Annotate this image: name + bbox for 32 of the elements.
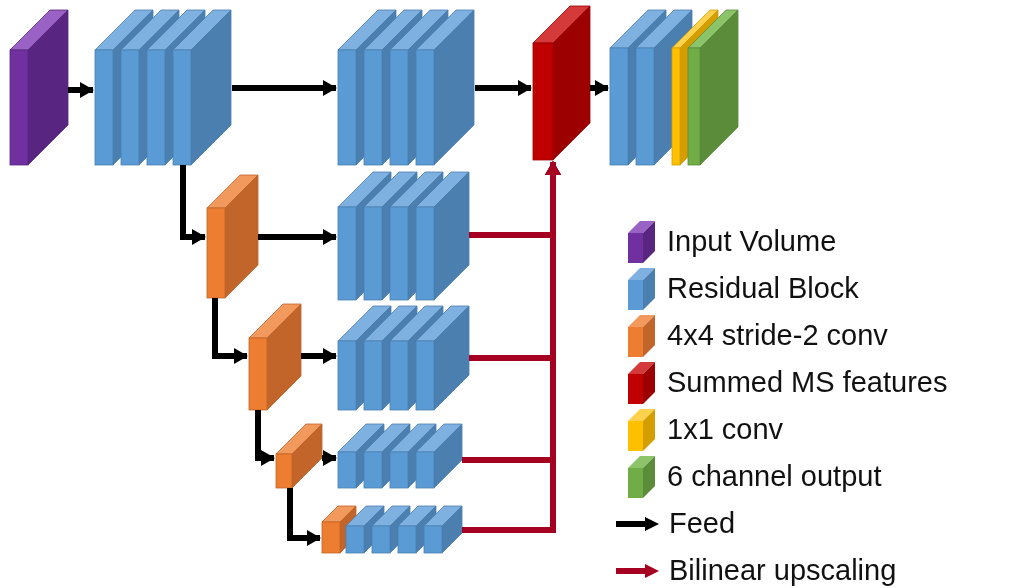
- layer-block-drawing: [249, 304, 301, 410]
- layer-block-drawing: [346, 506, 462, 553]
- arrow: [287, 488, 321, 546]
- legend-label: Residual Block: [667, 272, 859, 305]
- layer-block-drawing: [207, 175, 258, 298]
- legend-label: Bilinear upscaling: [669, 554, 897, 587]
- arrow: [322, 450, 337, 466]
- layer-block-drawing: [10, 10, 68, 165]
- arrow: [475, 80, 532, 96]
- arrow: [258, 229, 337, 245]
- arrow: [232, 80, 337, 96]
- arrow: [68, 82, 94, 98]
- legend-label: Feed: [669, 507, 736, 540]
- arrow: [301, 348, 337, 364]
- legend-label: Summed MS features: [667, 366, 948, 399]
- layer-block-drawing: [338, 10, 475, 165]
- layer-block-drawing: [338, 172, 469, 300]
- layer-block-drawing: [338, 424, 462, 488]
- layer-block-drawing: [338, 306, 469, 410]
- layer-block-drawing: [276, 424, 322, 488]
- arrow: [180, 165, 206, 245]
- legend-label: 1x1 conv: [667, 413, 784, 446]
- arrow: [462, 161, 561, 533]
- arrow: [255, 410, 275, 466]
- legend-label: 6 channel output: [667, 460, 882, 493]
- layer-block-drawing: [533, 6, 590, 160]
- layer-block-drawing: [95, 10, 232, 165]
- arrow: [590, 80, 609, 96]
- legend-label: 4x4 stride-2 conv: [667, 319, 888, 352]
- legend-label: Input Volume: [667, 225, 837, 258]
- arrow: [212, 298, 248, 364]
- layer-block-drawing: [610, 10, 738, 165]
